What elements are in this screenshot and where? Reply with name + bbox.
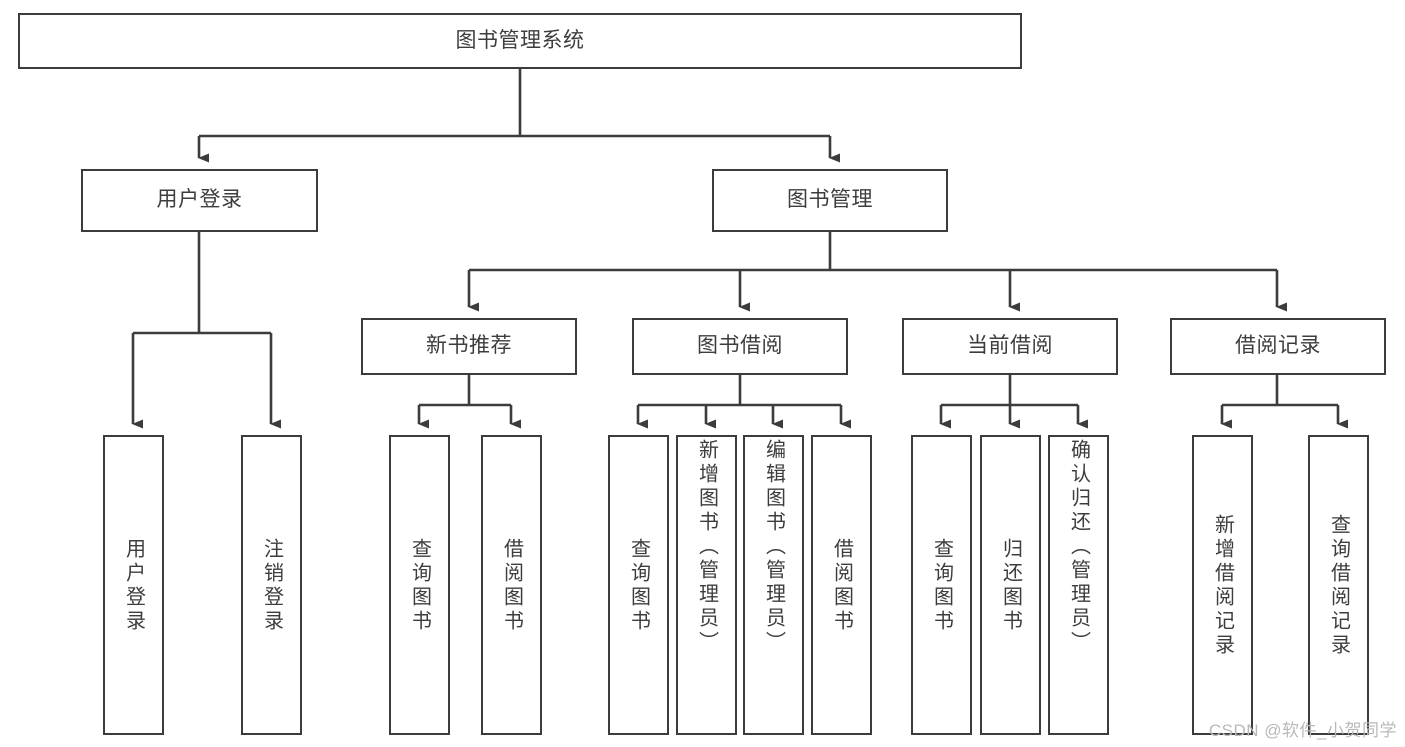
leaf-cb-return-book-label: 归还图书 — [999, 538, 1022, 634]
leaf-bb-add-book-admin-label: 新增图书（管理员） — [695, 439, 718, 655]
leaf-br-add-record-label: 新增借阅记录 — [1211, 514, 1234, 658]
node-user-login-label: 用户登录 — [156, 188, 243, 212]
leaf-cb-confirm-return-admin-label: 确认归还（管理员） — [1067, 439, 1090, 655]
watermark-text: CSDN @软件_小贺同学 — [1208, 721, 1397, 740]
leaf-nb-borrow-book[interactable]: 借阅图书 — [481, 435, 542, 735]
leaf-cb-query-book[interactable]: 查询图书 — [911, 435, 972, 735]
leaf-bb-borrow-book[interactable]: 借阅图书 — [811, 435, 872, 735]
node-book-management-label: 图书管理 — [787, 188, 873, 212]
leaf-cb-return-book[interactable]: 归还图书 — [980, 435, 1041, 735]
node-root-system[interactable]: 图书管理系统 — [18, 13, 1022, 69]
leaf-bb-edit-book-admin[interactable]: 编辑图书（管理员） — [743, 435, 804, 735]
node-borrow-record-label: 借阅记录 — [1235, 334, 1321, 358]
node-book-management[interactable]: 图书管理 — [712, 169, 948, 232]
leaf-user-login-label: 用户登录 — [122, 538, 145, 634]
leaf-cb-query-book-label: 查询图书 — [930, 538, 953, 634]
leaf-cb-confirm-return-admin[interactable]: 确认归还（管理员） — [1048, 435, 1109, 735]
node-new-book-recommend-label: 新书推荐 — [426, 334, 512, 358]
leaf-bb-edit-book-admin-label: 编辑图书（管理员） — [762, 439, 785, 655]
leaf-bb-add-book-admin[interactable]: 新增图书（管理员） — [676, 435, 737, 735]
node-book-borrow[interactable]: 图书借阅 — [632, 318, 848, 375]
node-root-system-label: 图书管理系统 — [455, 28, 585, 52]
node-current-borrow[interactable]: 当前借阅 — [902, 318, 1118, 375]
node-current-borrow-label: 当前借阅 — [967, 334, 1053, 358]
node-new-book-recommend[interactable]: 新书推荐 — [361, 318, 577, 375]
leaf-logout[interactable]: 注销登录 — [241, 435, 302, 735]
leaf-nb-query-book[interactable]: 查询图书 — [389, 435, 450, 735]
node-book-borrow-label: 图书借阅 — [697, 334, 783, 358]
leaf-bb-query-book[interactable]: 查询图书 — [608, 435, 669, 735]
node-borrow-record[interactable]: 借阅记录 — [1170, 318, 1386, 375]
leaf-logout-label: 注销登录 — [260, 538, 283, 634]
leaf-bb-borrow-book-label: 借阅图书 — [830, 538, 853, 634]
leaf-user-login[interactable]: 用户登录 — [103, 435, 164, 735]
leaf-nb-borrow-book-label: 借阅图书 — [500, 538, 523, 634]
node-user-login[interactable]: 用户登录 — [81, 169, 318, 232]
leaf-br-query-record-label: 查询借阅记录 — [1327, 514, 1350, 658]
leaf-nb-query-book-label: 查询图书 — [408, 538, 431, 634]
leaf-br-query-record[interactable]: 查询借阅记录 — [1308, 435, 1369, 735]
leaf-bb-query-book-label: 查询图书 — [627, 538, 650, 634]
leaf-br-add-record[interactable]: 新增借阅记录 — [1192, 435, 1253, 735]
